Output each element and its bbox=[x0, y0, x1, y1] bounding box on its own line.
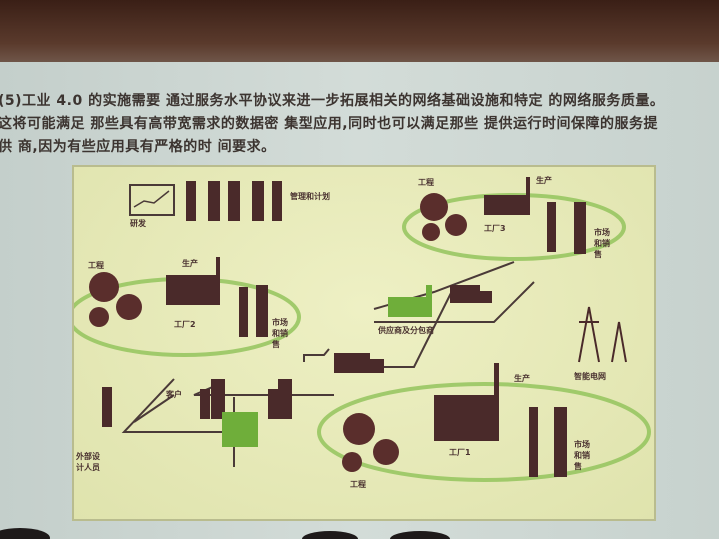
label-sales1: 市场和销售 bbox=[574, 440, 590, 471]
label-smart-grid: 智能电网 bbox=[574, 372, 606, 381]
label-eng3: 工程 bbox=[418, 178, 434, 187]
gear-icon bbox=[343, 413, 375, 445]
gear-icon bbox=[116, 294, 142, 320]
factory1-ring bbox=[317, 382, 651, 482]
management-people-icon bbox=[186, 181, 282, 221]
label-designer: 外部设计人员 bbox=[76, 452, 100, 472]
gear-icon bbox=[89, 307, 109, 327]
gear-icon bbox=[373, 439, 399, 465]
paragraph-line-3: 供 商,因为有些应用具有严格的时 间要求。 bbox=[0, 139, 276, 155]
paragraph-line-2: 这将可能满足 那些具有高带宽需求的数据密 集型应用,同时也可以满足那些 提供运行… bbox=[0, 116, 658, 132]
label-prod1: 生产 bbox=[514, 374, 530, 383]
paragraph-line-1: (5)工业 4.0 的实施需要 通过服务水平协议来进一步拓展相关的网络基础设施和… bbox=[0, 93, 665, 109]
gear-icon bbox=[342, 452, 362, 472]
gear-icon bbox=[445, 214, 467, 236]
truck-icon bbox=[334, 353, 384, 373]
power-tower-icon bbox=[578, 306, 627, 363]
label-sales3: 市场和销售 bbox=[594, 228, 610, 259]
audience-heads bbox=[0, 522, 719, 539]
factory2-icon bbox=[166, 257, 220, 305]
green-buildings-icon bbox=[222, 412, 258, 447]
customer-buildings-icon bbox=[200, 379, 292, 419]
label-eng1: 工程 bbox=[350, 480, 366, 489]
industry-network-diagram: 研发 管理和计划 工程 生产 工厂2 市场和销售 工程 生产 工厂3 市场和销售… bbox=[72, 165, 656, 521]
supplier-factory-icon bbox=[388, 285, 432, 317]
label-factory2: 工厂2 bbox=[174, 320, 196, 329]
truck-icon bbox=[450, 285, 492, 303]
label-management: 管理和计划 bbox=[290, 192, 330, 201]
people-icon bbox=[529, 407, 567, 477]
label-supplier: 供应商及分包商 bbox=[378, 326, 434, 335]
label-customer: 客户 bbox=[166, 390, 182, 399]
label-eng2: 工程 bbox=[88, 261, 104, 270]
factory1-icon bbox=[434, 363, 499, 441]
rnd-chart-icon bbox=[129, 184, 175, 216]
projector-top-band bbox=[0, 0, 719, 72]
label-factory3: 工厂3 bbox=[484, 224, 506, 233]
gear-icon bbox=[420, 193, 448, 221]
label-prod3: 生产 bbox=[536, 176, 552, 185]
people-icon bbox=[239, 285, 268, 337]
label-prod2: 生产 bbox=[182, 259, 198, 268]
people-icon bbox=[547, 202, 586, 254]
gear-icon bbox=[89, 272, 119, 302]
label-rnd: 研发 bbox=[130, 219, 146, 228]
designer-icon bbox=[102, 387, 112, 427]
label-factory1: 工厂1 bbox=[449, 448, 471, 457]
factory3-icon bbox=[484, 177, 530, 215]
gear-icon bbox=[422, 223, 440, 241]
label-sales2: 市场和销售 bbox=[272, 318, 288, 349]
